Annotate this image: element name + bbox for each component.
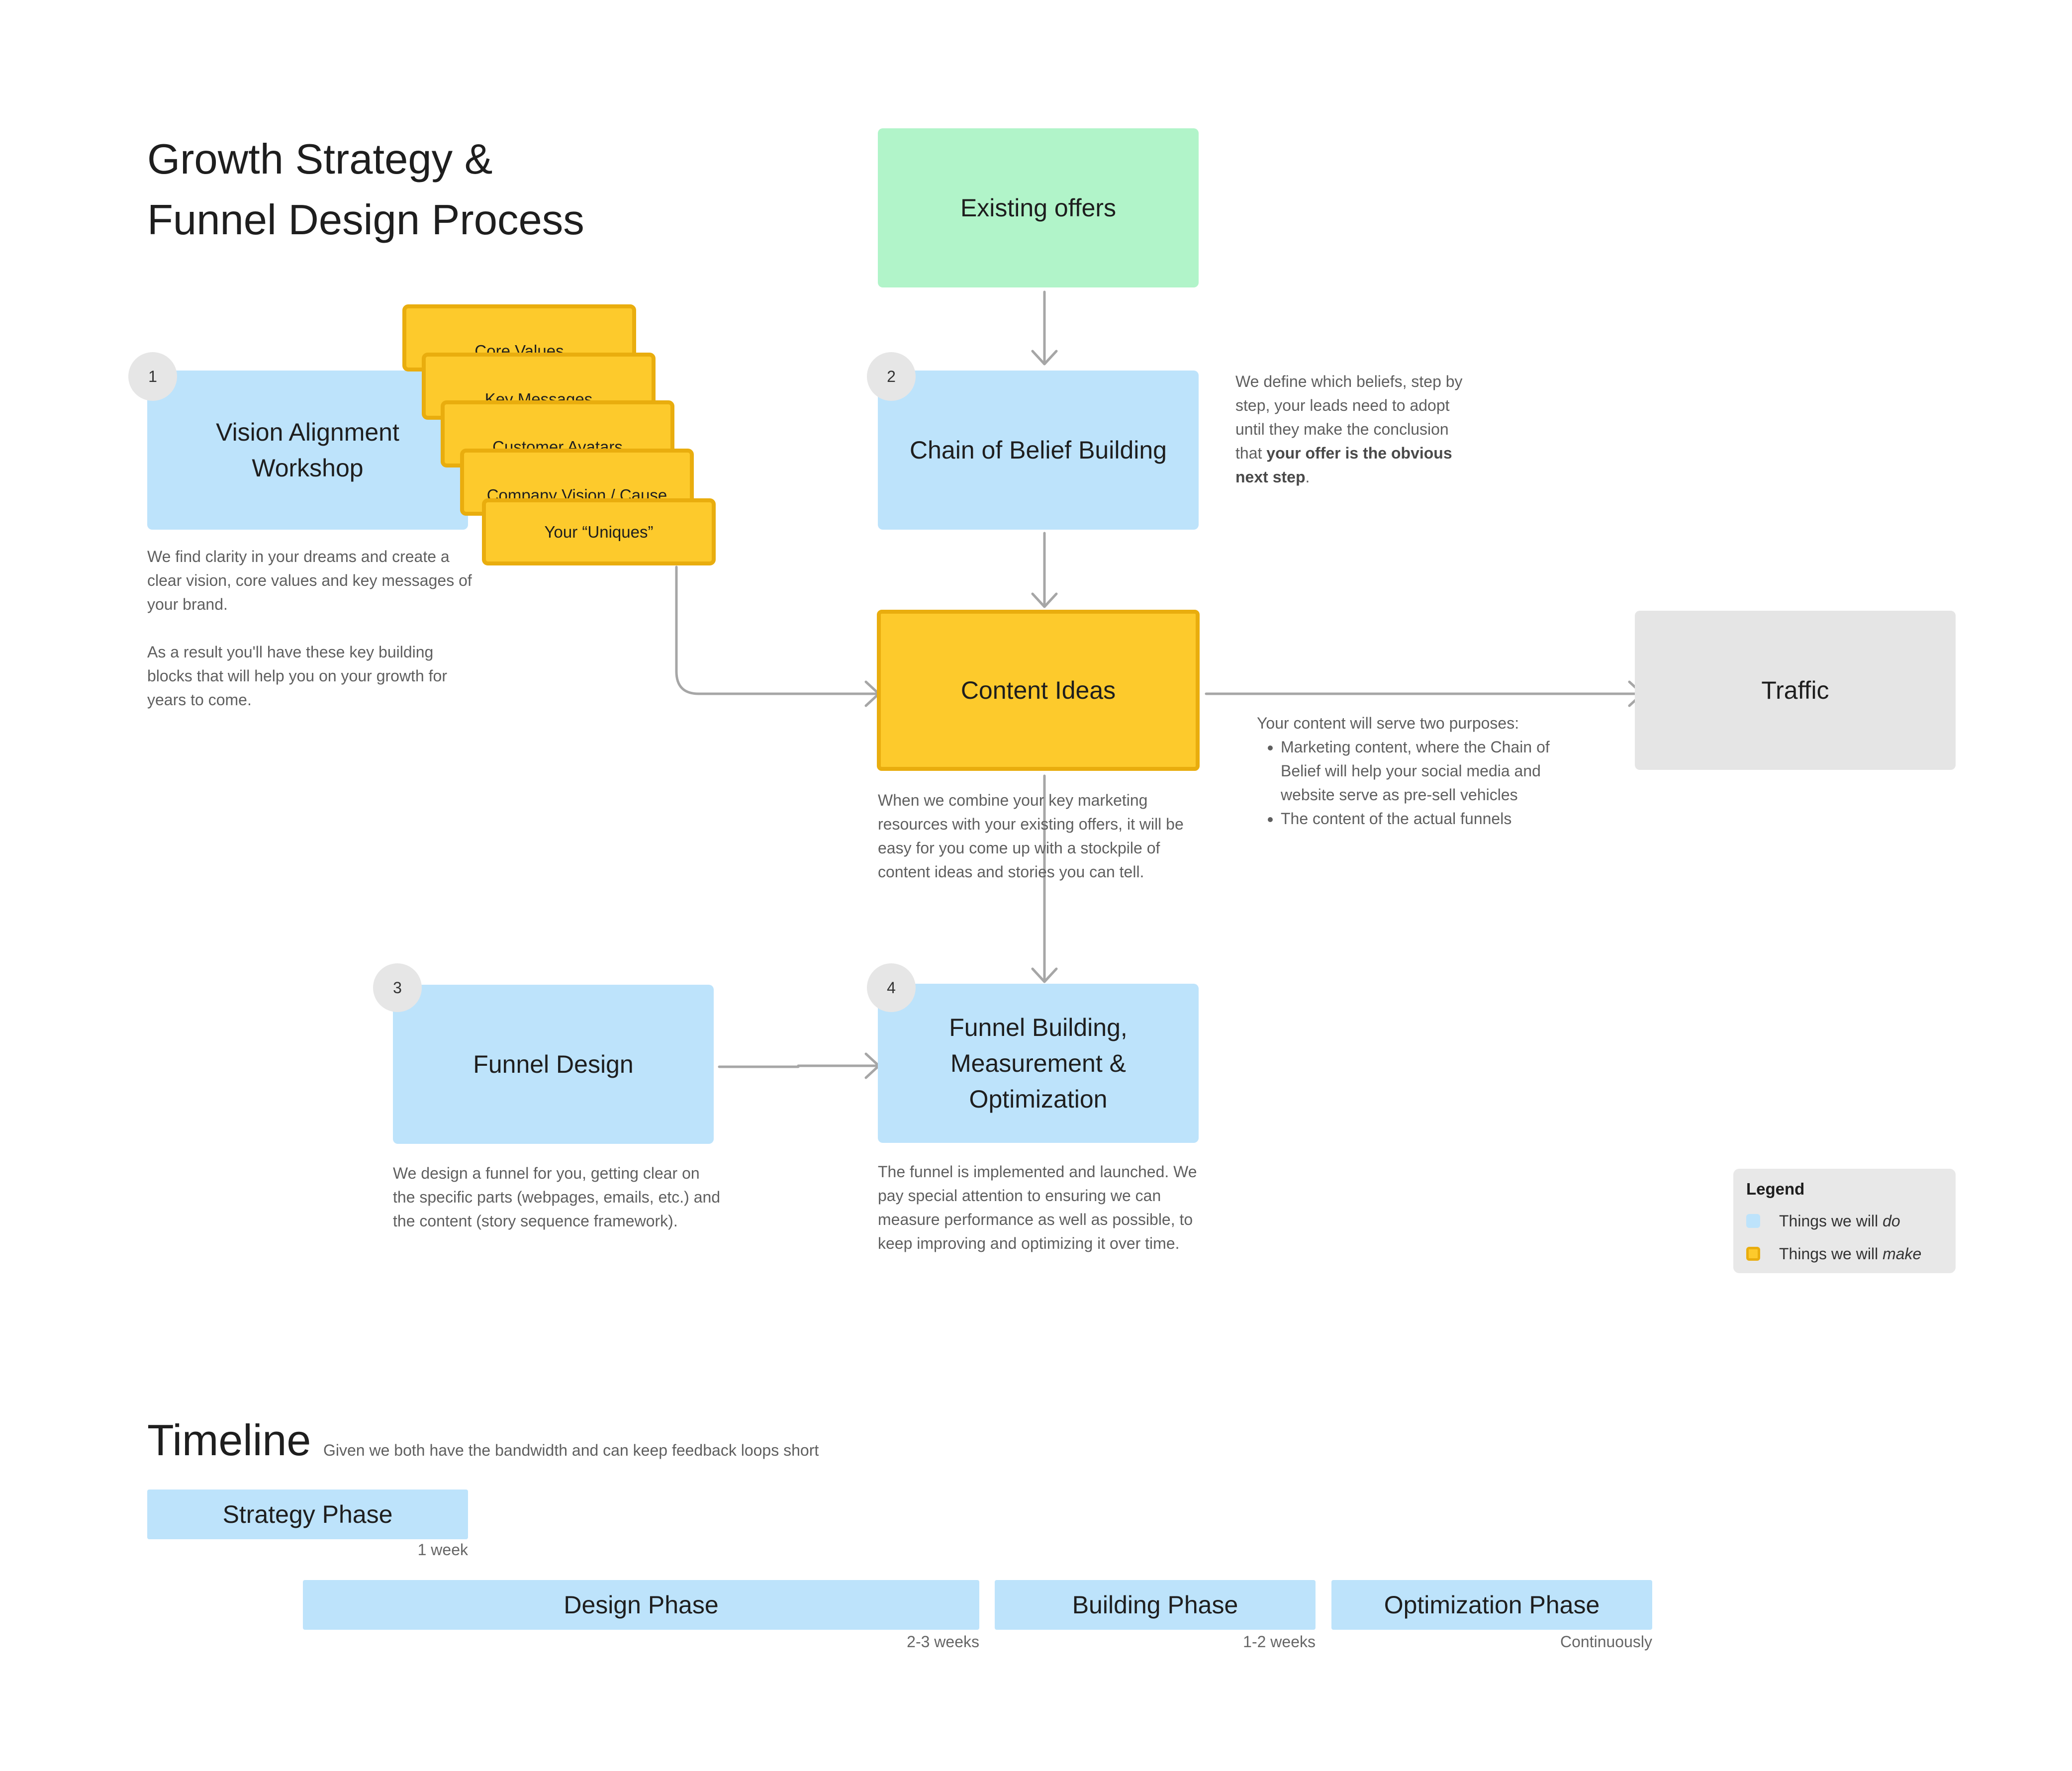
legend-swatch-blue	[1746, 1214, 1760, 1228]
legend-make-prefix: Things we will	[1779, 1244, 1883, 1263]
content-ideas-box[interactable]: Content Ideas	[877, 610, 1200, 771]
vision-description: We find clarity in your dreams and creat…	[147, 545, 475, 712]
belief-description: We define which beliefs, step by step, y…	[1235, 370, 1464, 489]
timeline-duration-strategy: 1 week	[417, 1541, 468, 1559]
arrowhead-offers-to-belief	[1031, 350, 1058, 366]
legend-do-text: Things we will do	[1779, 1212, 1900, 1230]
funnel-building-label-line1: Funnel Building,	[949, 1014, 1128, 1041]
funnel-design-description: We design a funnel for you, getting clea…	[393, 1164, 721, 1230]
traffic-box[interactable]: Traffic	[1635, 611, 1956, 770]
vision-alignment-workshop-box[interactable]: Vision Alignment Workshop	[147, 371, 468, 530]
timeline-duration-optimization: Continuously	[1560, 1633, 1652, 1651]
timeline-title: Timeline	[147, 1415, 311, 1465]
traffic-purpose-item: The content of the actual funnels	[1281, 807, 1585, 831]
belief-description-end: .	[1305, 468, 1310, 486]
chain-of-belief-box[interactable]: Chain of Belief Building	[878, 371, 1199, 530]
step-badge-4: 4	[867, 963, 916, 1012]
timeline-subtitle: Given we both have the bandwidth and can…	[323, 1441, 819, 1459]
legend-item-make: Things we will make	[1746, 1237, 1943, 1270]
vision-description-p2: As a result you'll have these key buildi…	[147, 643, 447, 709]
step-badge-1: 1	[128, 352, 177, 401]
content-ideas-description: When we combine your key marketing resou…	[878, 791, 1184, 881]
arrowhead-content-to-building	[1031, 967, 1058, 983]
existing-offers-box[interactable]: Existing offers	[878, 128, 1199, 287]
legend-make-emphasis: make	[1883, 1244, 1922, 1263]
legend-do-emphasis: do	[1883, 1212, 1900, 1230]
deliverable-card-uniques[interactable]: Your “Uniques”	[482, 498, 716, 565]
arrow-design-to-building	[718, 1064, 879, 1068]
legend-do-prefix: Things we will	[1779, 1212, 1883, 1230]
timeline-phase-strategy[interactable]: Strategy Phase	[147, 1490, 468, 1539]
legend-title: Legend	[1746, 1180, 1805, 1198]
legend: Legend Things we will do Things we will …	[1733, 1169, 1956, 1273]
arrowhead-belief-to-content	[1031, 592, 1058, 608]
legend-make-text: Things we will make	[1779, 1245, 1921, 1263]
timeline-duration-building: 1-2 weeks	[1243, 1633, 1316, 1651]
page-title-line2: Funnel Design Process	[147, 196, 584, 244]
traffic-description: Your content will serve two purposes: Ma…	[1257, 711, 1585, 831]
step-badge-3: 3	[373, 963, 422, 1012]
belief-description-emphasis: your offer is the obvious next step	[1235, 444, 1452, 486]
timeline-duration-design: 2-3 weeks	[907, 1633, 979, 1651]
timeline-phase-design[interactable]: Design Phase	[303, 1580, 979, 1630]
traffic-description-intro: Your content will serve two purposes:	[1257, 714, 1519, 732]
traffic-purposes-list: Marketing content, where the Chain of Be…	[1257, 735, 1585, 831]
page-title: Growth Strategy & Funnel Design Process	[147, 129, 584, 251]
legend-swatch-yellow	[1746, 1247, 1760, 1261]
timeline-phase-optimization[interactable]: Optimization Phase	[1331, 1580, 1652, 1630]
page-title-line1: Growth Strategy &	[147, 136, 493, 183]
step-badge-2: 2	[867, 352, 916, 401]
funnel-building-description: The funnel is implemented and launched. …	[878, 1163, 1197, 1252]
timeline-phase-building[interactable]: Building Phase	[995, 1580, 1316, 1630]
funnel-building-label-line2: Measurement &	[950, 1049, 1126, 1077]
arrow-deliverables-to-content	[675, 565, 879, 695]
vision-description-p1: We find clarity in your dreams and creat…	[147, 548, 472, 613]
vision-label-line2: Workshop	[252, 454, 364, 482]
funnel-building-box[interactable]: Funnel Building, Measurement & Optimizat…	[878, 984, 1199, 1143]
legend-item-do: Things we will do	[1746, 1205, 1943, 1237]
funnel-building-label-line3: Optimization	[969, 1085, 1108, 1113]
traffic-purpose-item: Marketing content, where the Chain of Be…	[1281, 735, 1585, 807]
funnel-design-box[interactable]: Funnel Design	[393, 985, 714, 1144]
vision-label-line1: Vision Alignment	[216, 418, 399, 446]
belief-description-text: We define which beliefs, step by step, y…	[1235, 373, 1463, 462]
